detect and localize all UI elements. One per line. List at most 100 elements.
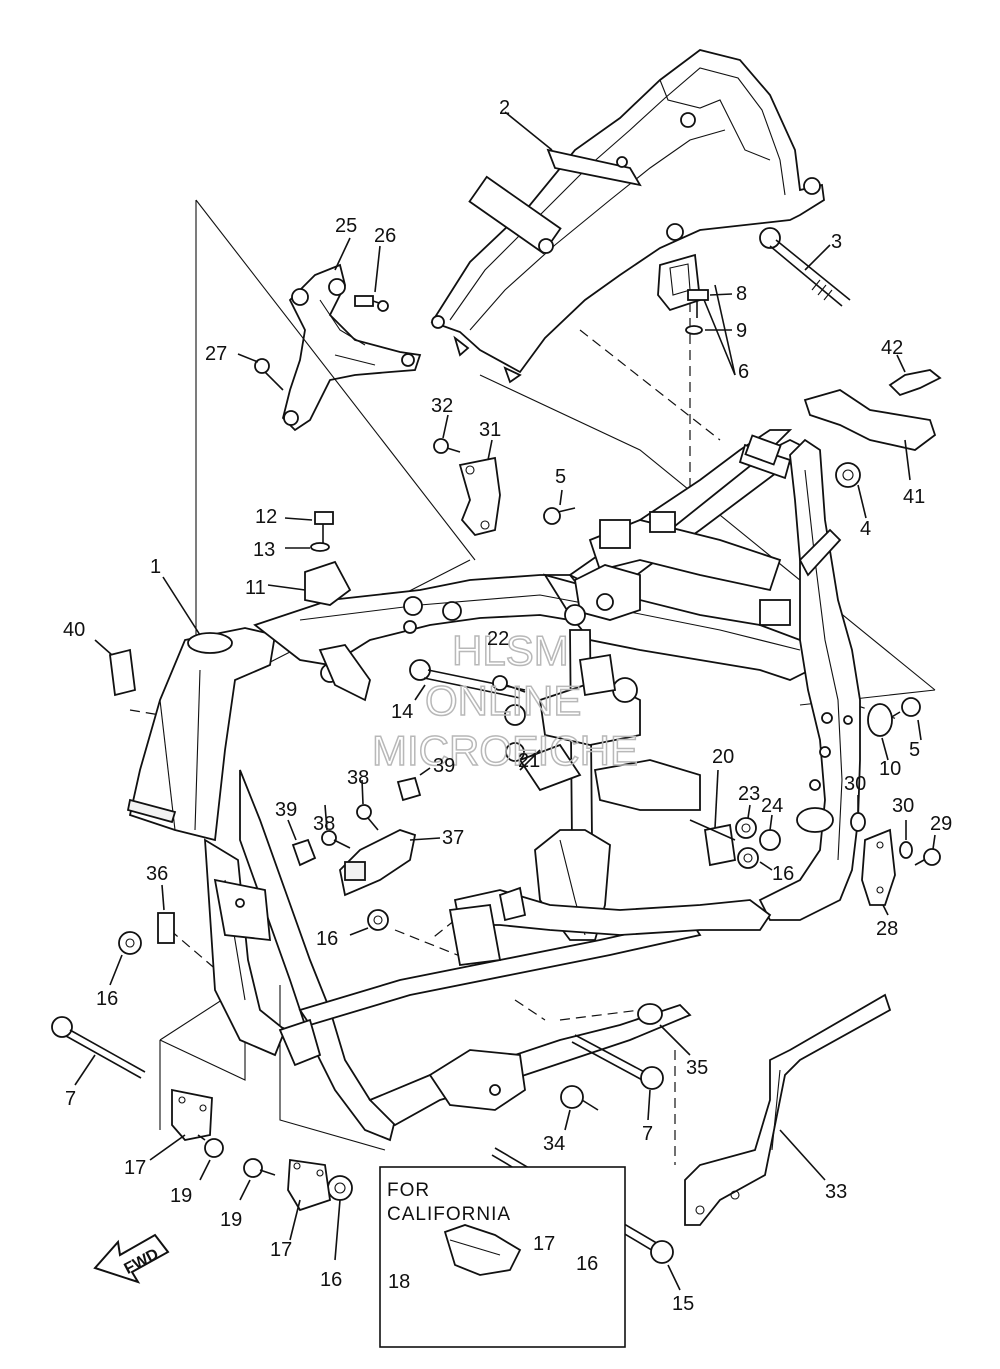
watermark-line3: MICROFICHE [372,727,638,774]
callout-39-a: 39 [275,799,297,821]
main-frame-part [126,429,861,1142]
bolt-5-upper [543,507,576,525]
callout-30-b: 30 [892,795,914,817]
callout-13: 13 [253,539,275,561]
rear-shock-bolt [759,227,851,307]
washer-30-a [850,812,866,832]
cap-10 [867,703,893,737]
callout-27: 27 [205,343,227,365]
watermark-line1: HLSM [452,627,569,674]
callout-41: 41 [903,486,925,508]
bracket-31 [458,456,501,537]
callout-24: 24 [761,795,783,817]
callout-17-c: 17 [533,1233,555,1255]
rear-bracket-part [282,263,422,432]
callout-5-upper: 5 [555,466,566,488]
callout-38-b: 38 [347,767,369,789]
callout-23: 23 [738,783,760,805]
cap-35 [637,1003,663,1025]
callout-labels: 2 3 8 9 6 25 26 27 42 32 31 5 4 41 12 13… [63,97,952,1315]
bolt-38-a [321,830,351,849]
bracket-37 [339,829,417,897]
nut-24 [759,829,781,851]
bracket-20 [689,819,737,867]
clip-39-b [396,776,422,802]
callout-21: 21 [518,750,540,772]
sheet-41 [803,389,937,451]
callout-11: 11 [245,577,266,599]
nut-16-c [737,847,759,869]
callout-36: 36 [146,863,168,885]
bolt-19-a [197,1134,224,1158]
bolt-26 [354,295,389,312]
callout-33: 33 [825,1181,847,1203]
callout-14: 14 [391,701,413,723]
rear-fender-part [430,49,825,384]
callout-37: 37 [442,827,464,849]
nut-16-d [327,1175,353,1201]
callout-18: 18 [388,1271,410,1293]
callout-17-b: 17 [270,1239,292,1261]
washer-30-b [899,841,913,859]
callout-16-b: 16 [316,928,338,950]
callout-35: 35 [686,1057,708,1079]
callout-40: 40 [63,619,85,641]
callout-7-a: 7 [65,1088,76,1110]
callout-10: 10 [879,758,901,780]
clip-39-a [291,838,317,867]
callout-39-b: 39 [433,755,455,777]
nut-23 [735,817,757,839]
sleeve-36 [157,912,175,944]
callout-16-c: 16 [772,863,794,885]
callout-19-a: 19 [170,1185,192,1207]
california-note-line2: CALIFORNIA [387,1204,511,1225]
callout-26: 26 [374,225,396,247]
bolt-38-b [356,804,379,831]
callout-15: 15 [672,1293,694,1315]
callout-12: 12 [255,506,277,528]
bolt-32 [433,438,461,454]
callout-1: 1 [150,556,161,578]
nut-16-a [118,931,142,955]
bolt-8 [687,289,709,318]
callout-22: 22 [487,628,509,650]
callout-6: 6 [738,361,749,383]
bolt-7-a [51,1016,146,1079]
callout-20: 20 [712,746,734,768]
bolt-19-b [243,1158,276,1178]
washer-13 [310,542,330,552]
label-40 [109,648,136,697]
watermark-line2: ONLINE [425,677,581,724]
bolt-12 [314,511,334,545]
callout-9: 9 [736,320,747,342]
callout-5-lower: 5 [909,739,920,761]
callout-32: 32 [431,395,453,417]
callout-16-e: 16 [576,1253,598,1275]
clip-42 [888,369,942,397]
nut-4 [835,462,861,488]
callout-29: 29 [930,813,952,835]
nut-16-b [367,909,389,931]
callout-3: 3 [831,231,842,253]
callout-19-b: 19 [220,1209,242,1231]
bolt-5-lower [889,697,921,719]
callout-42: 42 [881,337,903,359]
washer-9 [685,325,703,335]
plate-28 [861,828,896,906]
california-inset [379,1166,626,1348]
bolt-22 [492,675,526,693]
bracket-11 [304,560,352,606]
callout-30-a: 30 [844,773,866,795]
callout-8: 8 [736,283,747,305]
callout-25: 25 [335,215,357,237]
bolt-27 [254,358,284,391]
bolt-34 [560,1085,599,1111]
callout-16-a: 16 [96,988,118,1010]
plate-17-a [171,1088,213,1141]
california-note-line1: FOR [387,1180,430,1201]
callout-16-d: 16 [320,1269,342,1291]
bracket-33 [684,993,892,1226]
bracket-6 [657,253,701,312]
